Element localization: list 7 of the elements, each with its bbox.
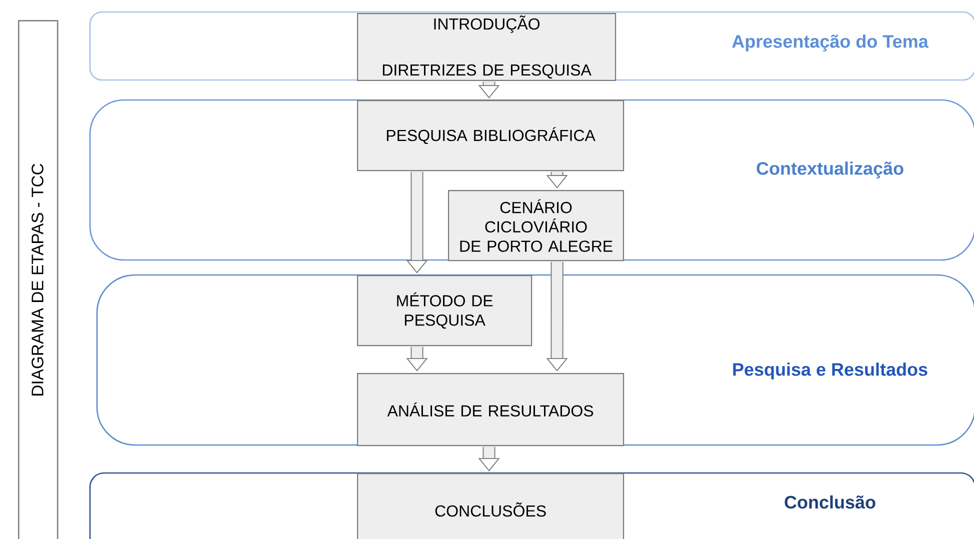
process-box: MÉTODO DE PESQUISA [357, 275, 532, 346]
process-box: CONCLUSÕES [357, 473, 624, 539]
stage-sidebar: DIAGRAMA DE ETAPAS - TCC [18, 20, 58, 539]
process-box: ANÁLISE DE RESULTADOS [357, 373, 624, 446]
process-box: CENÁRIO CICLOVIÁRIO DE PORTO ALEGRE [448, 190, 624, 262]
process-box: PESQUISA BIBLIOGRÁFICA [357, 100, 624, 172]
process-box: INTRODUÇÃO DIRETRIZES DE PESQUISA [357, 13, 616, 81]
